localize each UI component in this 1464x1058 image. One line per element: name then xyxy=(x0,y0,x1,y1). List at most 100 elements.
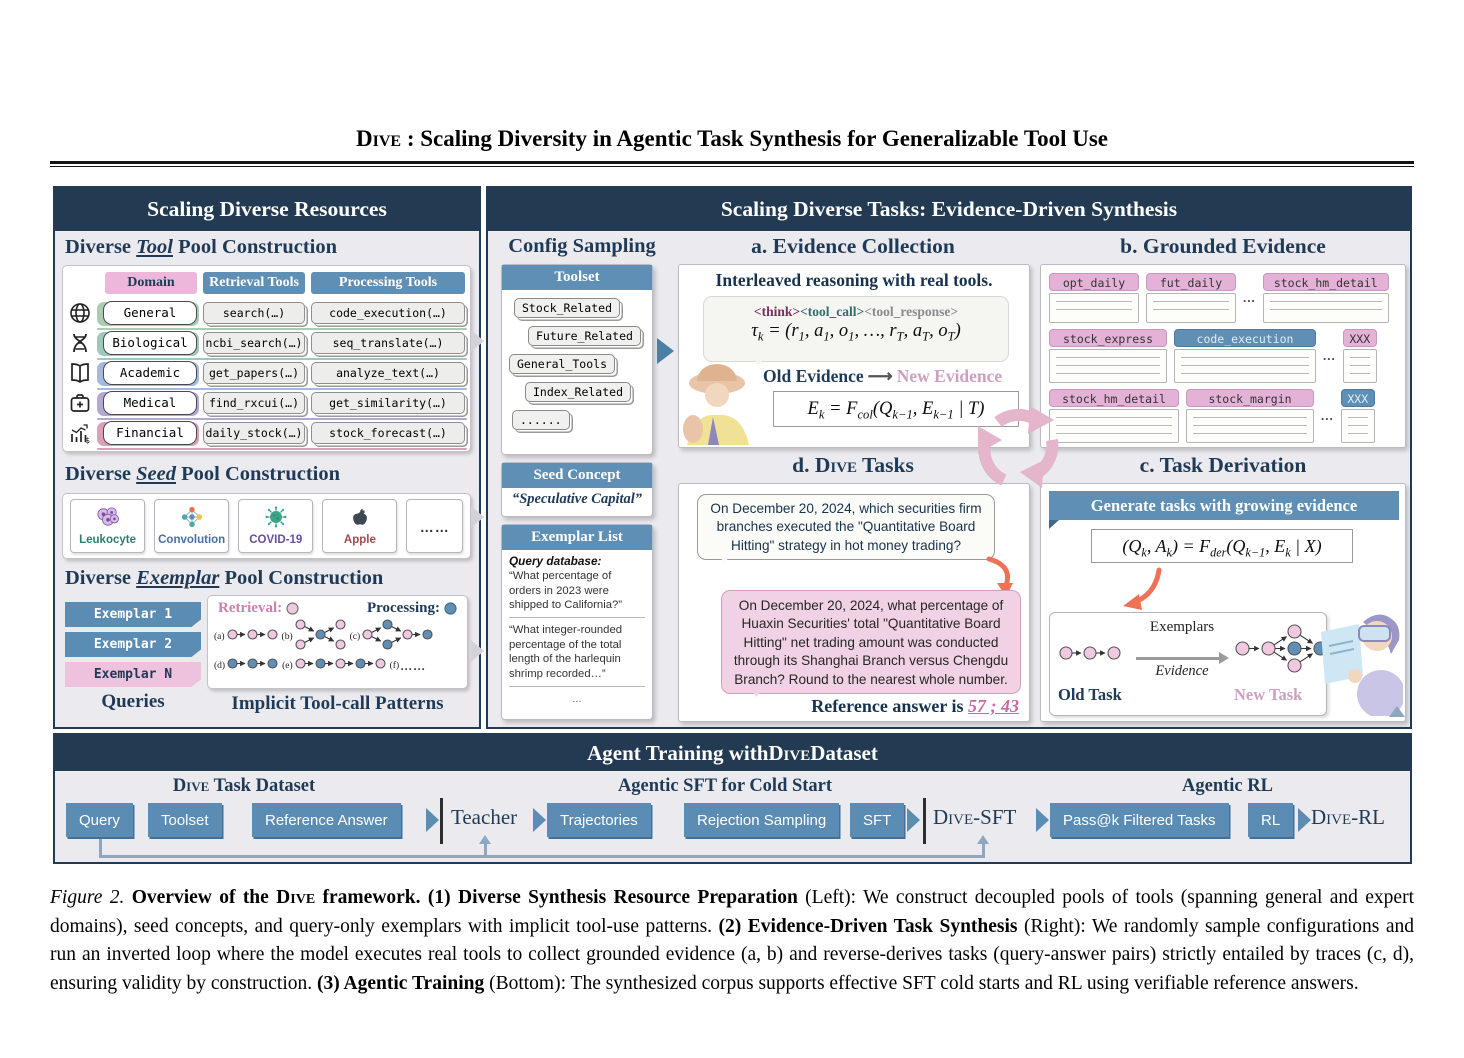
leukocyte-icon xyxy=(94,506,122,533)
apple-icon xyxy=(349,506,371,533)
evidence-card-body xyxy=(1186,409,1314,443)
tool-call-pattern: (d) xyxy=(214,657,279,675)
pattern-label: (b) xyxy=(281,632,293,642)
evidence-card-header: XXX xyxy=(1340,389,1375,407)
tool-call-pattern: (e) xyxy=(282,657,387,675)
toolset-chip: Index_Related xyxy=(525,382,632,402)
queries-label: Queries xyxy=(101,691,165,712)
row-underline xyxy=(97,418,467,420)
training-panel-body: Dive Task Dataset Agentic SFT for Cold S… xyxy=(55,772,1410,862)
flow-chevron-icon xyxy=(1298,808,1311,832)
reference-answer: Reference answer is 57 ; 43 xyxy=(811,696,1019,717)
seed-card: Apple xyxy=(322,499,398,553)
task-derivation-card: Generate tasks with growing evidence (Qk… xyxy=(1040,483,1406,722)
evidence-line xyxy=(1269,301,1382,302)
seed-label: Leukocyte xyxy=(79,534,136,546)
covid-icon xyxy=(265,506,287,533)
old-evidence-label: Old Evidence xyxy=(763,366,864,386)
pattern-label: (d) xyxy=(214,661,226,671)
exemplar-pool-heading: Diverse Exemplar Pool Construction xyxy=(65,567,384,589)
processing-tool-chip: code_execution(…) xyxy=(311,302,465,324)
domain-chip: Academic xyxy=(103,361,197,385)
row-underline xyxy=(97,388,467,390)
feedback-up-arrow-icon xyxy=(479,835,491,844)
evidence-line xyxy=(1056,417,1172,418)
exemplar-list-card: Exemplar List Query database: “What perc… xyxy=(501,524,653,720)
processing-tool-chip: seq_translate(…) xyxy=(311,332,465,354)
patterns-label: Implicit Tool-call Patterns xyxy=(231,693,444,714)
reasoning-tag: <tool_response> xyxy=(864,304,959,319)
exemplar-list-header: Exemplar List xyxy=(502,525,652,550)
evidence-label: Evidence xyxy=(1155,663,1209,679)
evidence-card-header: stock_hm_detail xyxy=(1049,389,1179,407)
evidence-card: code_execution xyxy=(1174,329,1316,383)
row-underline xyxy=(97,328,467,330)
task-derivation-banner: Generate tasks with growing evidence xyxy=(1049,491,1399,529)
evidence-card-body xyxy=(1049,409,1179,443)
evidence-line xyxy=(1056,425,1172,426)
tool-column-header: Processing Tools xyxy=(311,272,465,294)
domain-chip: Financial xyxy=(103,421,197,445)
old-task-label: Old Task xyxy=(1058,685,1122,704)
dataset-section-title: Dive Task Dataset xyxy=(172,776,316,796)
dive-tasks-title: d. Dive Tasks xyxy=(792,453,914,477)
feedback-line xyxy=(99,839,102,857)
evidence-card-body xyxy=(1146,293,1236,323)
new-task-bubble: On December 20, 2024, what percentage of… xyxy=(721,590,1021,697)
domain-chip: General xyxy=(103,301,197,325)
evidence-collection-title: a. Evidence Collection xyxy=(751,234,955,258)
title-rule xyxy=(50,161,1414,167)
derivation-formula: (Qk, Ak) = Fder(Qk−1, Ek | X) xyxy=(1091,529,1353,563)
seed-label: Apple xyxy=(343,534,376,546)
exemplars-to-config-arrow-icon xyxy=(471,640,484,662)
seed-concept-value: “Speculative Capital” xyxy=(511,491,643,507)
reasoning-tag: <tool_call> xyxy=(800,304,865,319)
seed-label: Convolution xyxy=(158,534,226,546)
evidence-line xyxy=(1153,301,1229,302)
reasoning-tag: <think> xyxy=(753,304,801,319)
processing-tool-chip: get_similarity(…) xyxy=(311,392,465,414)
evidence-card: stock_margin xyxy=(1186,389,1314,443)
evidence-card-header: stock_margin xyxy=(1186,389,1314,407)
pattern-graph xyxy=(226,628,279,646)
toolset-arrow-icon xyxy=(657,338,674,364)
retrieval-tool-chip: get_papers(…) xyxy=(203,362,305,384)
evidence-card-body xyxy=(1340,409,1375,443)
toolset-chip: ...... xyxy=(512,410,570,430)
explorer-person-icon xyxy=(679,359,767,450)
vr-person-icon xyxy=(1319,602,1405,721)
evidence-card-body xyxy=(1342,349,1377,383)
evidence-card-header: stock_express xyxy=(1049,329,1167,347)
evidence-collection-card: Interleaved reasoning with real tools. <… xyxy=(678,264,1030,448)
pattern-label: (f) xyxy=(389,661,400,671)
row-underline xyxy=(97,448,467,450)
evidence-line xyxy=(1153,309,1229,310)
trajectory-formula: τk = (r1, a1, o1, …, rT, aT, oT) xyxy=(751,321,961,344)
seed-label: …… xyxy=(419,518,450,535)
evidence-card: stock_hm_detail xyxy=(1262,273,1389,323)
tool-pool-heading: Diverse Tool Pool Construction xyxy=(65,236,337,258)
finance-icon: $ xyxy=(68,421,94,447)
pattern-graph xyxy=(294,657,387,675)
evidence-line xyxy=(1347,433,1368,434)
evidence-card-body xyxy=(1262,293,1389,323)
seed-concept-header: Seed Concept xyxy=(502,463,652,488)
toolset-chip: Stock_Related xyxy=(514,298,621,318)
reasoning-tags: <think><tool_call><tool_response> xyxy=(704,304,1008,320)
evidence-card-body xyxy=(1049,349,1167,383)
row-underline xyxy=(97,358,467,360)
divider xyxy=(509,686,645,688)
evidence-collection-subtitle: Interleaved reasoning with real tools. xyxy=(715,270,993,290)
evidence-card-header: stock_hm_detail xyxy=(1262,273,1389,291)
divider xyxy=(440,798,443,844)
exemplar-query: “What integer-rounded percentage of the … xyxy=(509,624,623,680)
evidence-line xyxy=(1269,309,1382,310)
seed-concept-card: Seed Concept “Speculative Capital” xyxy=(501,462,653,517)
seed-card: Leukocyte xyxy=(70,499,146,553)
divider xyxy=(923,798,926,844)
evidence-line xyxy=(1181,373,1309,374)
old-task-graph xyxy=(1058,645,1122,666)
